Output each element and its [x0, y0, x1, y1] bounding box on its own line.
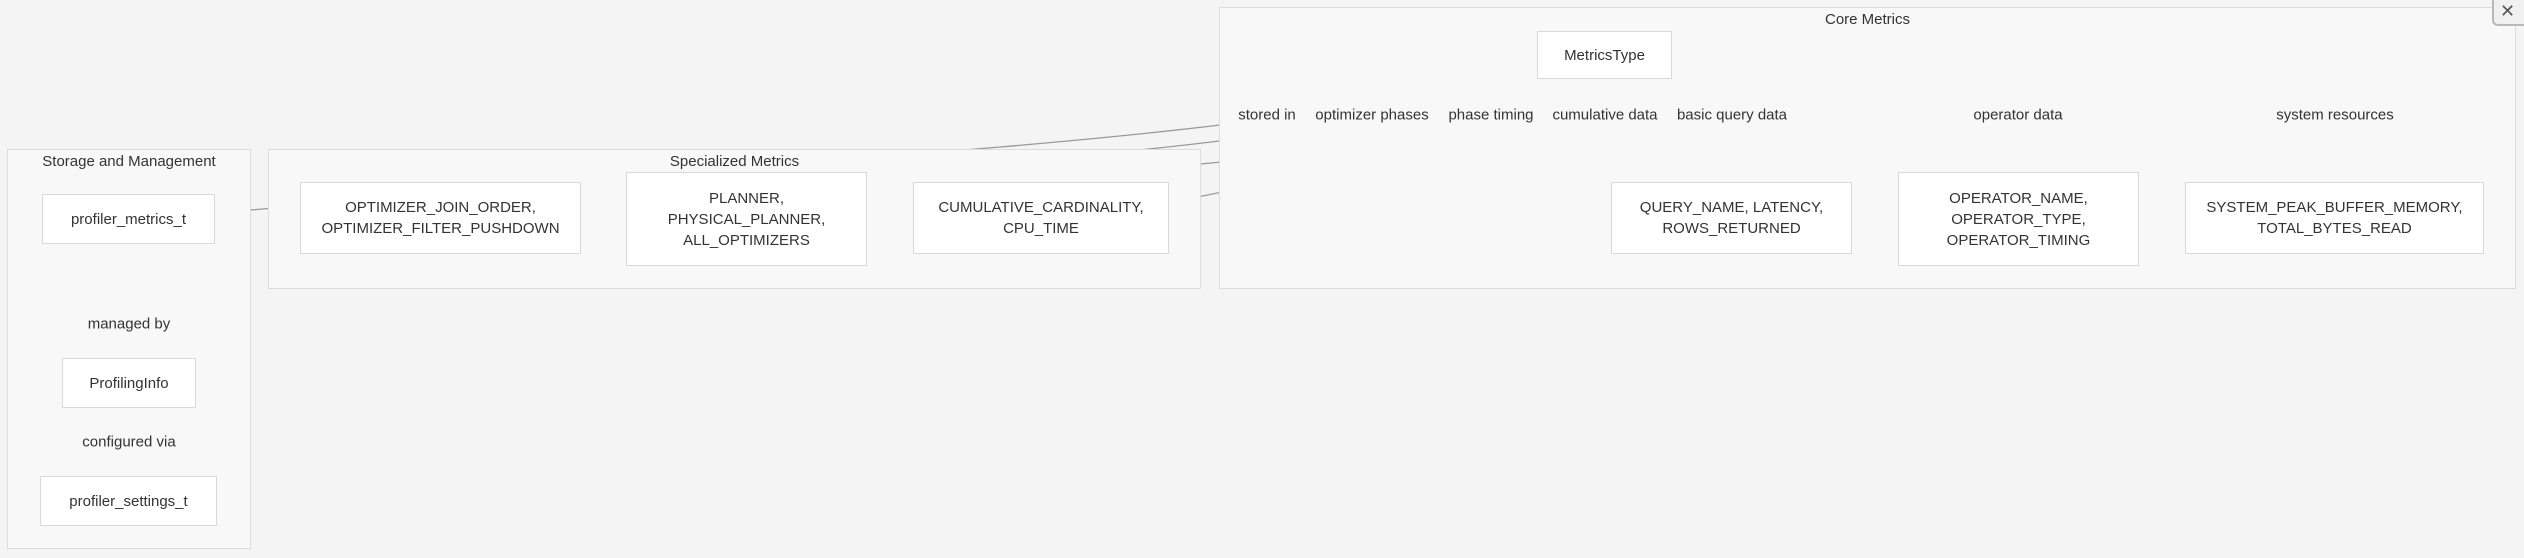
edge-label-operator-data: operator data — [1970, 106, 2066, 124]
cluster-title: Storage and Management — [42, 153, 216, 170]
node-metrics-type[interactable]: MetricsType — [1537, 31, 1672, 79]
node-operator-name-type-timing[interactable]: OPERATOR_NAME, OPERATOR_TYPE, OPERATOR_T… — [1898, 172, 2139, 266]
edge-label-phase-timing: phase timing — [1445, 106, 1537, 124]
node-profiler-settings-t[interactable]: profiler_settings_t — [40, 476, 217, 526]
edge-label-optimizer-phases: optimizer phases — [1312, 106, 1432, 124]
node-cumulative-cardinality-cpu-time[interactable]: CUMULATIVE_CARDINALITY, CPU_TIME — [913, 182, 1169, 254]
node-profiler-metrics-t[interactable]: profiler_metrics_t — [42, 194, 215, 244]
node-optimizer-join-order-filter-pushdown[interactable]: OPTIMIZER_JOIN_ORDER, OPTIMIZER_FILTER_P… — [300, 182, 581, 254]
cluster-title: Specialized Metrics — [669, 153, 800, 170]
cluster-title: Core Metrics — [1824, 11, 1910, 28]
close-icon: ✕ — [2500, 1, 2516, 21]
edge-label-basic-query-data: basic query data — [1673, 106, 1791, 124]
node-system-peak-buffer-memory[interactable]: SYSTEM_PEAK_BUFFER_MEMORY, TOTAL_BYTES_R… — [2185, 182, 2484, 254]
edge-label-cumulative-data: cumulative data — [1549, 106, 1661, 124]
edge-label-managed-by: managed by — [84, 315, 174, 333]
node-query-name-latency-rows-returned[interactable]: QUERY_NAME, LATENCY, ROWS_RETURNED — [1611, 182, 1852, 254]
edge-label-configured-via: configured via — [79, 433, 179, 451]
edge-label-system-resources: system resources — [2273, 106, 2397, 124]
node-profiling-info[interactable]: ProfilingInfo — [62, 358, 196, 408]
node-planner-physical-planner-all-optimizers[interactable]: PLANNER, PHYSICAL_PLANNER, ALL_OPTIMIZER… — [626, 172, 867, 266]
edge-label-stored-in: stored in — [1235, 106, 1299, 124]
close-button[interactable]: ✕ — [2492, 0, 2524, 26]
